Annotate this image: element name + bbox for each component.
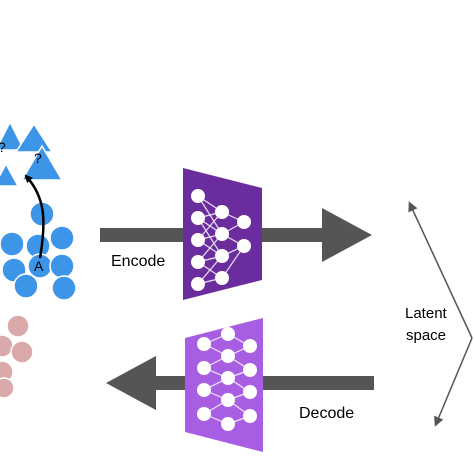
data-point bbox=[51, 275, 77, 301]
decoder-network-icon bbox=[185, 318, 263, 452]
data-point bbox=[0, 377, 15, 399]
curved-arrow bbox=[24, 174, 45, 259]
encode-label: Encode bbox=[111, 253, 165, 270]
data-point bbox=[10, 340, 34, 364]
triangle-point bbox=[14, 122, 54, 153]
latent-label-line2: space bbox=[406, 327, 446, 344]
data-point bbox=[6, 314, 30, 338]
pink-cluster bbox=[0, 314, 34, 399]
triangle-point bbox=[20, 144, 64, 181]
triangle-point bbox=[0, 120, 26, 151]
unknown-triangles bbox=[0, 120, 64, 187]
encoder-network-icon bbox=[183, 168, 262, 300]
data-point bbox=[49, 253, 75, 279]
latent-axis-arrow bbox=[434, 337, 473, 427]
decode-label: Decode bbox=[299, 405, 354, 422]
triangle-point bbox=[0, 162, 20, 187]
data-point bbox=[49, 225, 75, 251]
latent-label-line1: Latent bbox=[405, 305, 448, 322]
data-point bbox=[0, 231, 25, 257]
data-point bbox=[13, 273, 39, 299]
point-a-label: A bbox=[34, 258, 44, 274]
latent-space-axes bbox=[408, 201, 473, 427]
blue-cluster bbox=[0, 201, 77, 301]
unknown-label: ? bbox=[0, 139, 6, 155]
latent-axis-arrow bbox=[408, 201, 473, 339]
unknown-label: ? bbox=[34, 150, 42, 166]
